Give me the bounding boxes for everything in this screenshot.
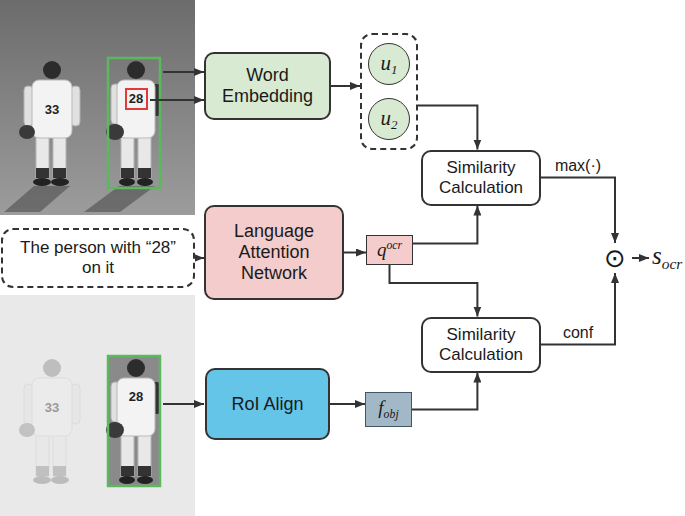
process-box: Similarity Calculation bbox=[421, 317, 541, 373]
subscript: obj bbox=[384, 408, 399, 421]
output-arrow bbox=[632, 257, 649, 259]
connector-arrow bbox=[541, 273, 615, 345]
connector-arrow bbox=[344, 252, 366, 254]
feature-box: qocr bbox=[366, 235, 413, 265]
input-arrow bbox=[150, 99, 204, 101]
group-box: u1 u2 bbox=[360, 33, 418, 150]
input-arrow bbox=[163, 403, 204, 405]
subscript: 2 bbox=[391, 116, 398, 131]
photo-ground bbox=[0, 0, 195, 215]
connector-arrow bbox=[541, 178, 615, 244]
connector-arrow bbox=[413, 206, 477, 244]
box-label: u2 bbox=[380, 106, 397, 133]
box-label: ⊙ bbox=[604, 244, 626, 272]
box-label: u1 bbox=[380, 51, 397, 78]
connector-arrow bbox=[412, 373, 477, 410]
process-box: RoI Align bbox=[205, 368, 330, 440]
jersey-number: 28 bbox=[129, 92, 143, 107]
edge-label: conf bbox=[561, 324, 595, 342]
shadow bbox=[4, 186, 70, 212]
vector-circle: u2 bbox=[368, 98, 410, 140]
output-symbol: socr bbox=[652, 242, 682, 272]
process-box: Language Attention Network bbox=[204, 205, 344, 300]
query-text-box: The person with “28” on it bbox=[1, 228, 195, 288]
ocr-box bbox=[126, 89, 147, 109]
feature-box: fobj bbox=[365, 392, 412, 427]
box-label: Language Attention Network bbox=[212, 221, 336, 283]
box-label: RoI Align bbox=[231, 394, 303, 415]
object-box bbox=[108, 356, 160, 486]
box-label: Similarity Calculation bbox=[428, 325, 534, 364]
vector-circle: u1 bbox=[368, 43, 410, 85]
jersey-number: 28 bbox=[129, 390, 143, 405]
box-label: qocr bbox=[377, 239, 402, 261]
subscript: 1 bbox=[391, 61, 398, 76]
object-box bbox=[108, 58, 160, 188]
photo-ground bbox=[0, 295, 195, 516]
jersey-number: 33 bbox=[45, 103, 59, 118]
connector-arrow bbox=[195, 257, 204, 259]
operator-symbol: ⊙ bbox=[601, 243, 629, 273]
edge-label: max(·) bbox=[553, 157, 603, 175]
box-label: The person with “28” on it bbox=[9, 238, 187, 277]
shadow bbox=[84, 186, 155, 212]
connector-arrow bbox=[418, 106, 477, 150]
player-figure bbox=[106, 61, 160, 186]
connector-arrow bbox=[331, 85, 360, 87]
box-label: Word Embedding bbox=[212, 65, 323, 106]
box-label: Similarity Calculation bbox=[428, 158, 534, 197]
box-label: fobj bbox=[378, 397, 398, 421]
process-box: Similarity Calculation bbox=[421, 150, 541, 206]
connector-arrow bbox=[390, 265, 478, 317]
process-box: Word Embedding bbox=[204, 52, 331, 120]
superscript: ocr bbox=[386, 239, 402, 252]
player-figure bbox=[19, 61, 80, 186]
connector-arrow bbox=[330, 403, 365, 405]
player-figure bbox=[106, 359, 160, 484]
input-arrow bbox=[163, 71, 204, 73]
jersey-number: 33 bbox=[45, 401, 59, 416]
subscript: ocr bbox=[662, 255, 683, 272]
player-figure bbox=[19, 359, 80, 484]
